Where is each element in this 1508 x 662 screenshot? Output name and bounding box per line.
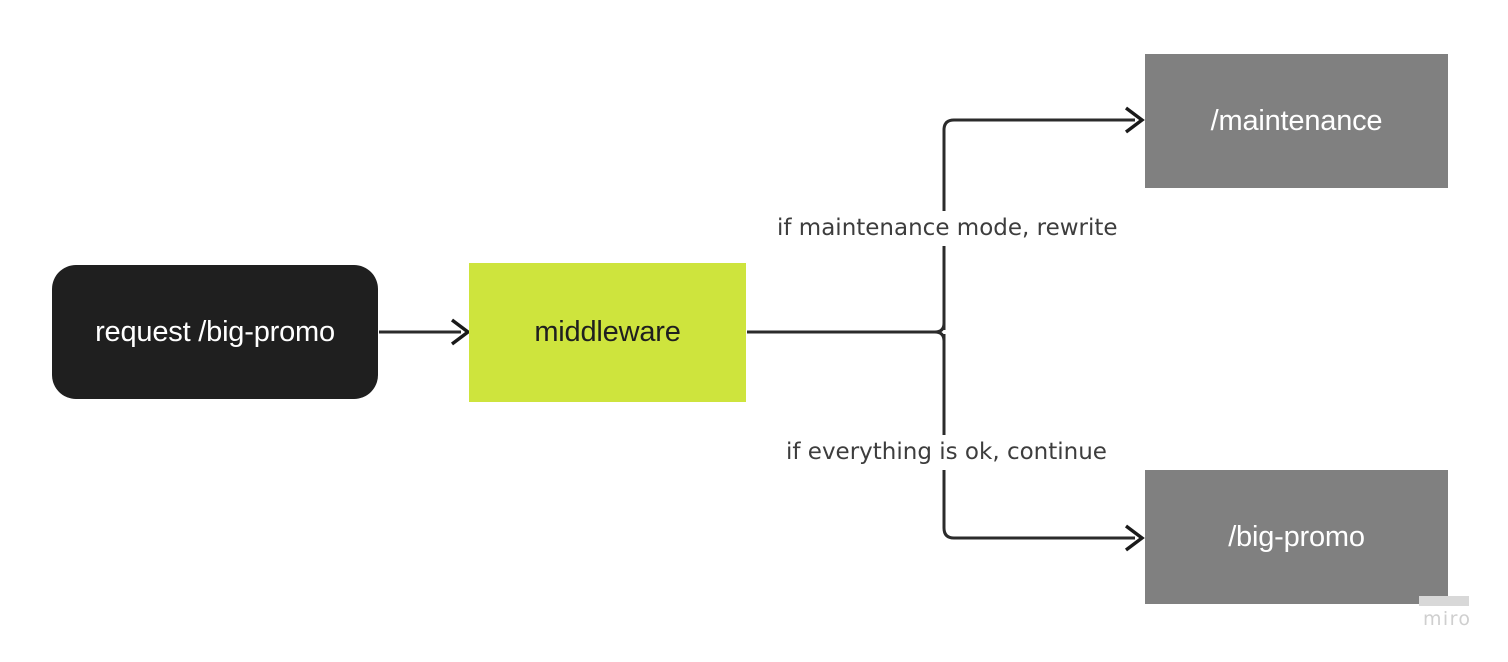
node-big-promo[interactable]: /big-promo xyxy=(1145,470,1448,604)
miro-watermark: miro xyxy=(1423,608,1472,630)
node-middleware[interactable]: middleware xyxy=(469,263,746,402)
edge-line-lower xyxy=(747,330,946,342)
node-request[interactable]: request /big-promo xyxy=(52,265,378,399)
watermark-bar xyxy=(1419,596,1469,606)
node-maintenance[interactable]: /maintenance xyxy=(1145,54,1448,188)
arrowhead-icon xyxy=(450,318,471,346)
edge-middleware-trunk xyxy=(747,322,946,342)
edge-label-everything-ok: if everything is ok, continue xyxy=(779,435,1114,470)
arrowhead-icon xyxy=(1124,524,1145,552)
edge-line xyxy=(747,322,946,334)
edge-request-to-middleware xyxy=(379,318,471,346)
arrowhead-icon xyxy=(1124,106,1145,134)
edge-label-maintenance-rewrite: if maintenance mode, rewrite xyxy=(770,211,1125,246)
